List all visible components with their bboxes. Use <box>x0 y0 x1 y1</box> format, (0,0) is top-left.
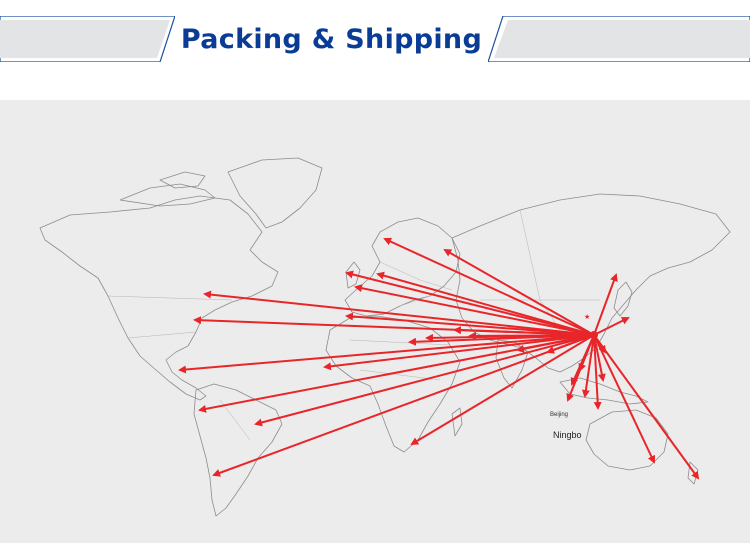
route-to-uk <box>345 270 595 336</box>
route-to-us-east <box>203 290 595 336</box>
page-header: Packing & Shipping <box>0 0 750 80</box>
beijing-star-icon: ★ <box>584 313 590 321</box>
route-to-central-america <box>178 334 595 374</box>
australia-outline <box>585 409 669 471</box>
world-shipping-map: ★ Beijing Ningbo <box>0 100 750 543</box>
britain-outline <box>345 261 361 289</box>
route-to-malaysia <box>566 334 595 402</box>
land-outlines <box>39 157 731 517</box>
route-to-middle-east <box>453 326 595 336</box>
route-to-baltic <box>376 271 595 336</box>
africa-outline <box>325 315 461 453</box>
route-to-australia-east <box>593 334 656 464</box>
route-to-scandinavia <box>383 237 595 336</box>
route-to-france <box>345 312 595 336</box>
route-to-india <box>516 334 595 353</box>
japan-outline <box>613 281 633 317</box>
banner-right-decoration <box>488 16 750 62</box>
route-to-arabia <box>468 331 595 340</box>
shipping-routes <box>178 237 700 480</box>
route-to-new-zealand <box>593 334 700 480</box>
route-to-south-africa <box>410 334 595 446</box>
arctic-islands-outline <box>119 183 216 207</box>
india-outline <box>495 339 529 389</box>
beijing-label: Beijing <box>550 412 569 418</box>
route-to-indonesia <box>593 334 602 410</box>
banner-left-decoration <box>0 16 175 62</box>
route-to-north-europe <box>354 284 595 336</box>
asia-outline <box>451 193 731 373</box>
route-to-korea <box>593 273 618 336</box>
route-to-philippines <box>593 334 606 382</box>
ningbo-label: Ningbo <box>553 430 582 440</box>
route-to-bangladesh <box>546 334 595 354</box>
new-zealand-outline <box>687 461 699 485</box>
canada-islands-outline <box>159 171 206 189</box>
south-america-outline <box>193 383 283 517</box>
route-to-japan <box>593 317 630 336</box>
north-america-outline <box>39 195 279 401</box>
route-to-singapore <box>581 334 595 398</box>
page-title: Packing & Shipping <box>180 24 483 55</box>
route-to-argentina <box>212 334 595 477</box>
ningbo-origin-marker <box>590 331 598 339</box>
route-to-brazil <box>254 334 595 427</box>
world-map-canvas: ★ <box>39 157 731 517</box>
europe-outline <box>344 217 461 317</box>
route-to-russia-north <box>443 249 595 336</box>
greenland-outline <box>227 157 323 229</box>
route-to-west-africa <box>323 334 595 371</box>
madagascar-outline <box>451 407 463 437</box>
